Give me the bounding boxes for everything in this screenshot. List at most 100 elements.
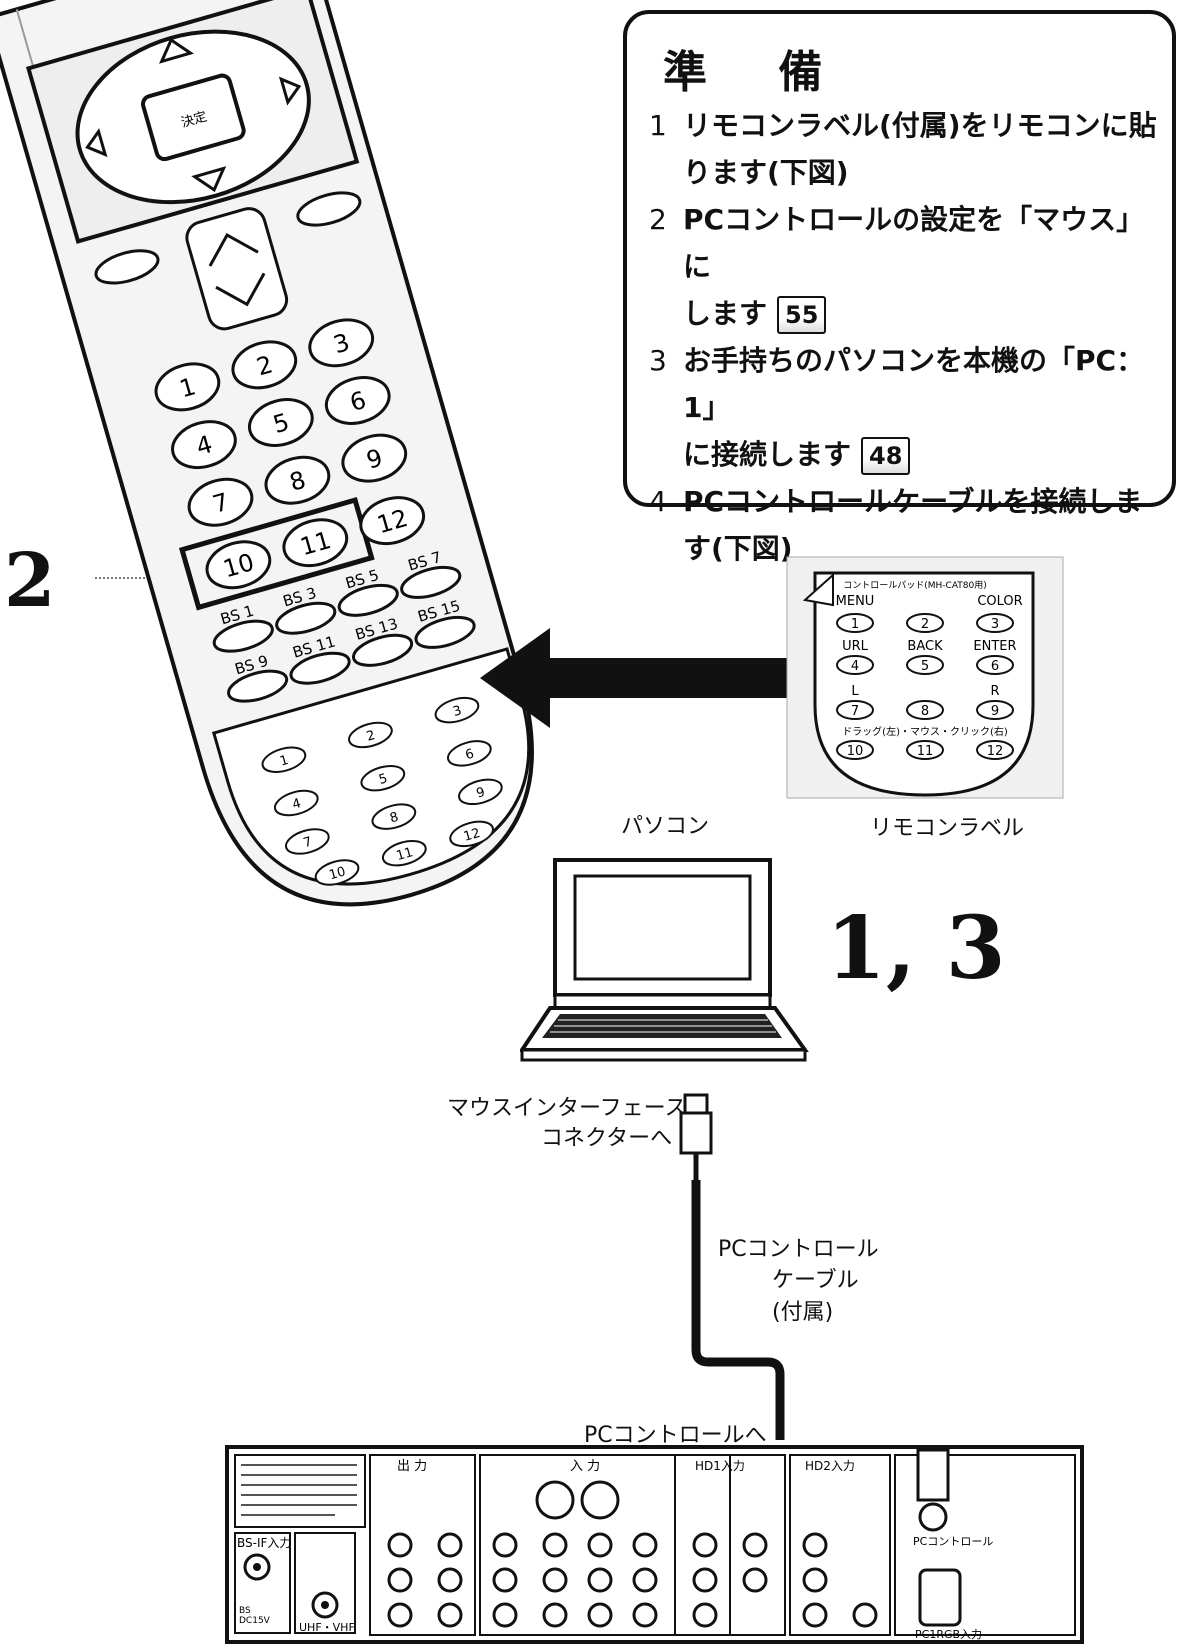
laptop-illustration — [520, 858, 809, 1062]
pc-control-cable — [679, 1093, 785, 1440]
svg-text:6: 6 — [464, 746, 476, 763]
svg-text:10: 10 — [327, 864, 347, 883]
svg-text:MENU: MENU — [836, 594, 875, 609]
svg-text:URL: URL — [842, 639, 869, 654]
bs-button-7 — [400, 565, 462, 599]
svg-text:9: 9 — [475, 785, 487, 802]
svg-text:4: 4 — [851, 659, 859, 674]
svg-text:ENTER: ENTER — [973, 639, 1016, 654]
svg-text:UHF・VHF: UHF・VHF — [299, 1621, 355, 1634]
setup-steps: 1 リモコンラベル(付属)をリモコンに貼 ります(下図) 2 PCコントロールの… — [645, 102, 1165, 572]
svg-text:PC1RGB入力: PC1RGB入力 — [915, 1628, 982, 1641]
cable-label-2: ケーブル — [772, 1268, 859, 1293]
svg-text:DC15V: DC15V — [239, 1616, 271, 1626]
svg-text:3: 3 — [451, 703, 463, 720]
num-button-2 — [231, 340, 298, 390]
bs-button-11 — [289, 651, 351, 685]
svg-text:1: 1 — [176, 372, 198, 403]
arrow-right-icon — [278, 76, 302, 106]
svg-text:コントロールパッド(MH-CAT80用): コントロールパッド(MH-CAT80用) — [843, 580, 987, 591]
tv-back-panel: BS-IF入力 BS DC15V UHF・VHF 出 力 入 力 HD1入力 H… — [225, 1445, 1084, 1644]
svg-text:2: 2 — [253, 350, 275, 381]
num-button-12 — [359, 496, 426, 546]
svg-text:ドラッグ(左)・マウス・クリック(右): ドラッグ(左)・マウス・クリック(右) — [842, 725, 1008, 738]
svg-text:BS-IF入力: BS-IF入力 — [237, 1536, 291, 1550]
svg-text:PCコントロール: PCコントロール — [913, 1535, 993, 1548]
svg-text:3: 3 — [330, 328, 352, 359]
svg-text:HD1入力: HD1入力 — [695, 1459, 745, 1473]
svg-text:1: 1 — [278, 753, 290, 770]
laptop-screen — [573, 874, 752, 981]
remote-label-caption: リモコンラベル — [870, 816, 1025, 841]
num-button-1 — [154, 362, 221, 412]
cable-label-1: PCコントロール — [718, 1237, 879, 1262]
remote-control-illustration: 決定 1 2 3 4 5 6 7 8 9 10 11 12 BS 1 — [0, 0, 534, 907]
setup-title: 準 備 — [663, 47, 851, 98]
arrow-up-icon — [159, 37, 195, 64]
svg-text:1: 1 — [851, 617, 859, 632]
svg-text:7: 7 — [302, 835, 314, 852]
svg-text:10: 10 — [847, 744, 864, 759]
svg-text:BACK: BACK — [907, 639, 943, 654]
num-button-5 — [247, 398, 314, 447]
num-button-7 — [187, 477, 254, 527]
svg-text:7: 7 — [851, 704, 859, 719]
setup-box: 準 備 1 リモコンラベル(付属)をリモコンに貼 ります(下図) 2 PCコント… — [623, 10, 1176, 565]
pc-caption: パソコン — [621, 814, 710, 839]
svg-text:8: 8 — [921, 704, 929, 719]
mute-button — [296, 191, 362, 227]
enter-button — [141, 73, 246, 162]
mouse-connector-label: マウスインターフェース — [447, 1096, 687, 1121]
bs-button-5 — [337, 583, 399, 617]
svg-text:8: 8 — [388, 810, 400, 827]
page-ref-55[interactable]: 55 — [777, 296, 827, 334]
svg-text:6: 6 — [347, 386, 369, 417]
svg-text:9: 9 — [363, 444, 385, 475]
remote-label-sheet: コントロールパッド(MH-CAT80用) MENU COLOR 1 2 3 UR… — [786, 556, 1064, 799]
num-button-4 — [171, 420, 237, 469]
svg-text:HD2入力: HD2入力 — [805, 1459, 855, 1473]
svg-text:11: 11 — [395, 845, 415, 864]
svg-text:5: 5 — [921, 659, 929, 674]
svg-text:COLOR: COLOR — [977, 594, 1022, 609]
bs-button-3 — [275, 601, 337, 635]
svg-text:BS: BS — [239, 1606, 251, 1616]
num-button-6 — [324, 376, 391, 425]
mouse-connector-plug — [683, 1093, 709, 1115]
svg-text:入 力: 入 力 — [570, 1459, 600, 1474]
svg-text:5: 5 — [270, 408, 292, 439]
svg-text:4: 4 — [291, 796, 303, 813]
svg-text:3: 3 — [991, 617, 999, 632]
svg-text:5: 5 — [377, 771, 389, 788]
svg-text:4: 4 — [193, 430, 215, 461]
num-button-11 — [282, 518, 349, 568]
num-button-9 — [341, 433, 408, 483]
arrow-left-icon — [85, 128, 108, 158]
num-button-3 — [308, 318, 375, 368]
mouse-connector-label-2: コネクターへ — [541, 1126, 673, 1151]
setup-step-1: 1 リモコンラベル(付属)をリモコンに貼 ります(下図) — [649, 109, 1157, 189]
peel-corner — [802, 572, 834, 607]
svg-text:2: 2 — [921, 617, 929, 632]
num-button-8 — [264, 455, 331, 505]
setup-step-4: 4 PCコントロールケーブルを接続しま す(下図) — [649, 485, 1143, 565]
pc-control-jack — [918, 1502, 948, 1532]
num-button-10 — [205, 540, 272, 590]
pc-step-marker: 1, 3 — [826, 898, 1006, 999]
page-ref-48[interactable]: 48 — [861, 437, 911, 475]
svg-text:11: 11 — [917, 744, 934, 759]
svg-text:6: 6 — [991, 659, 999, 674]
svg-text:7: 7 — [210, 488, 232, 519]
bs-button-1 — [212, 619, 274, 653]
display-button — [94, 249, 160, 285]
channel-rocker — [185, 207, 289, 331]
svg-text:出 力: 出 力 — [397, 1459, 427, 1474]
pc-rgb-port — [918, 1568, 962, 1627]
bs-button-15 — [414, 615, 476, 649]
bs-button-9 — [227, 669, 289, 703]
svg-text:R: R — [990, 684, 999, 699]
pc-control-port-label: PCコントロールへ — [584, 1423, 767, 1448]
cable-label-3: (付属) — [772, 1300, 834, 1325]
